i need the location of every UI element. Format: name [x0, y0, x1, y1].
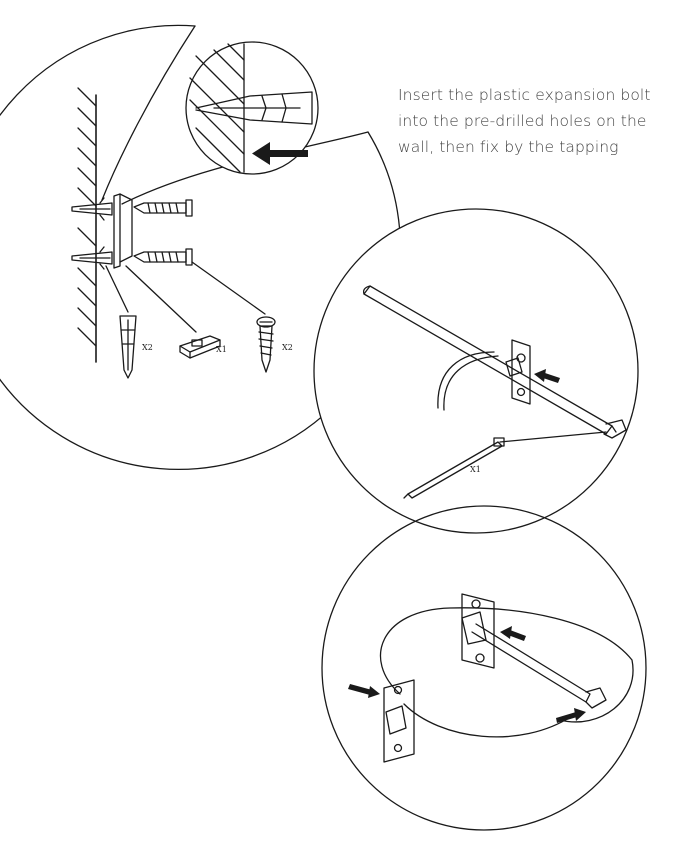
step3-installed-panel [321, 505, 647, 831]
arrow-cap-icon [556, 708, 586, 723]
screw-quantity: X2 [282, 343, 293, 352]
clip-quantity: X1 [216, 345, 227, 354]
instruction-text: Insert the plastic expansion bolt into t… [398, 82, 680, 160]
rod-bracket [505, 339, 531, 405]
upper-bracket [461, 593, 495, 669]
screw-top [133, 199, 193, 217]
cable-tie-part [403, 437, 505, 499]
lower-bracket [383, 679, 415, 763]
wall-hatching [77, 87, 97, 363]
instruction-line-3: wall, then fix by the tapping [398, 138, 619, 156]
step2-circle-outline [313, 208, 639, 534]
screw-bottom [133, 248, 193, 266]
arrow-right-icon [348, 684, 380, 698]
magnifier-tail [101, 25, 196, 201]
mounting-bracket [113, 193, 133, 269]
push-arrow-icon [534, 369, 560, 383]
anchor-quantity: X2 [142, 343, 153, 352]
cable-clip-part [179, 335, 221, 359]
instruction-line-2: into the pre-drilled holes on the [398, 112, 647, 130]
magnifier-detail [185, 41, 319, 175]
cable-tie-quantity: X1 [470, 465, 481, 474]
expansion-anchor-part [119, 315, 137, 379]
step1-mounting-panel: X2 X1 X2 [0, 24, 401, 471]
tapping-screw-part [256, 316, 276, 373]
wall-anchor-bottom [71, 246, 113, 270]
instruction-line-1: Insert the plastic expansion bolt [398, 86, 651, 104]
arrow-left-icon [500, 626, 526, 641]
step2-cable-tie-panel: X1 [313, 208, 639, 534]
step3-circle-outline [321, 505, 647, 831]
insert-arrow-icon [252, 142, 308, 165]
wall-anchor-top [71, 197, 113, 221]
